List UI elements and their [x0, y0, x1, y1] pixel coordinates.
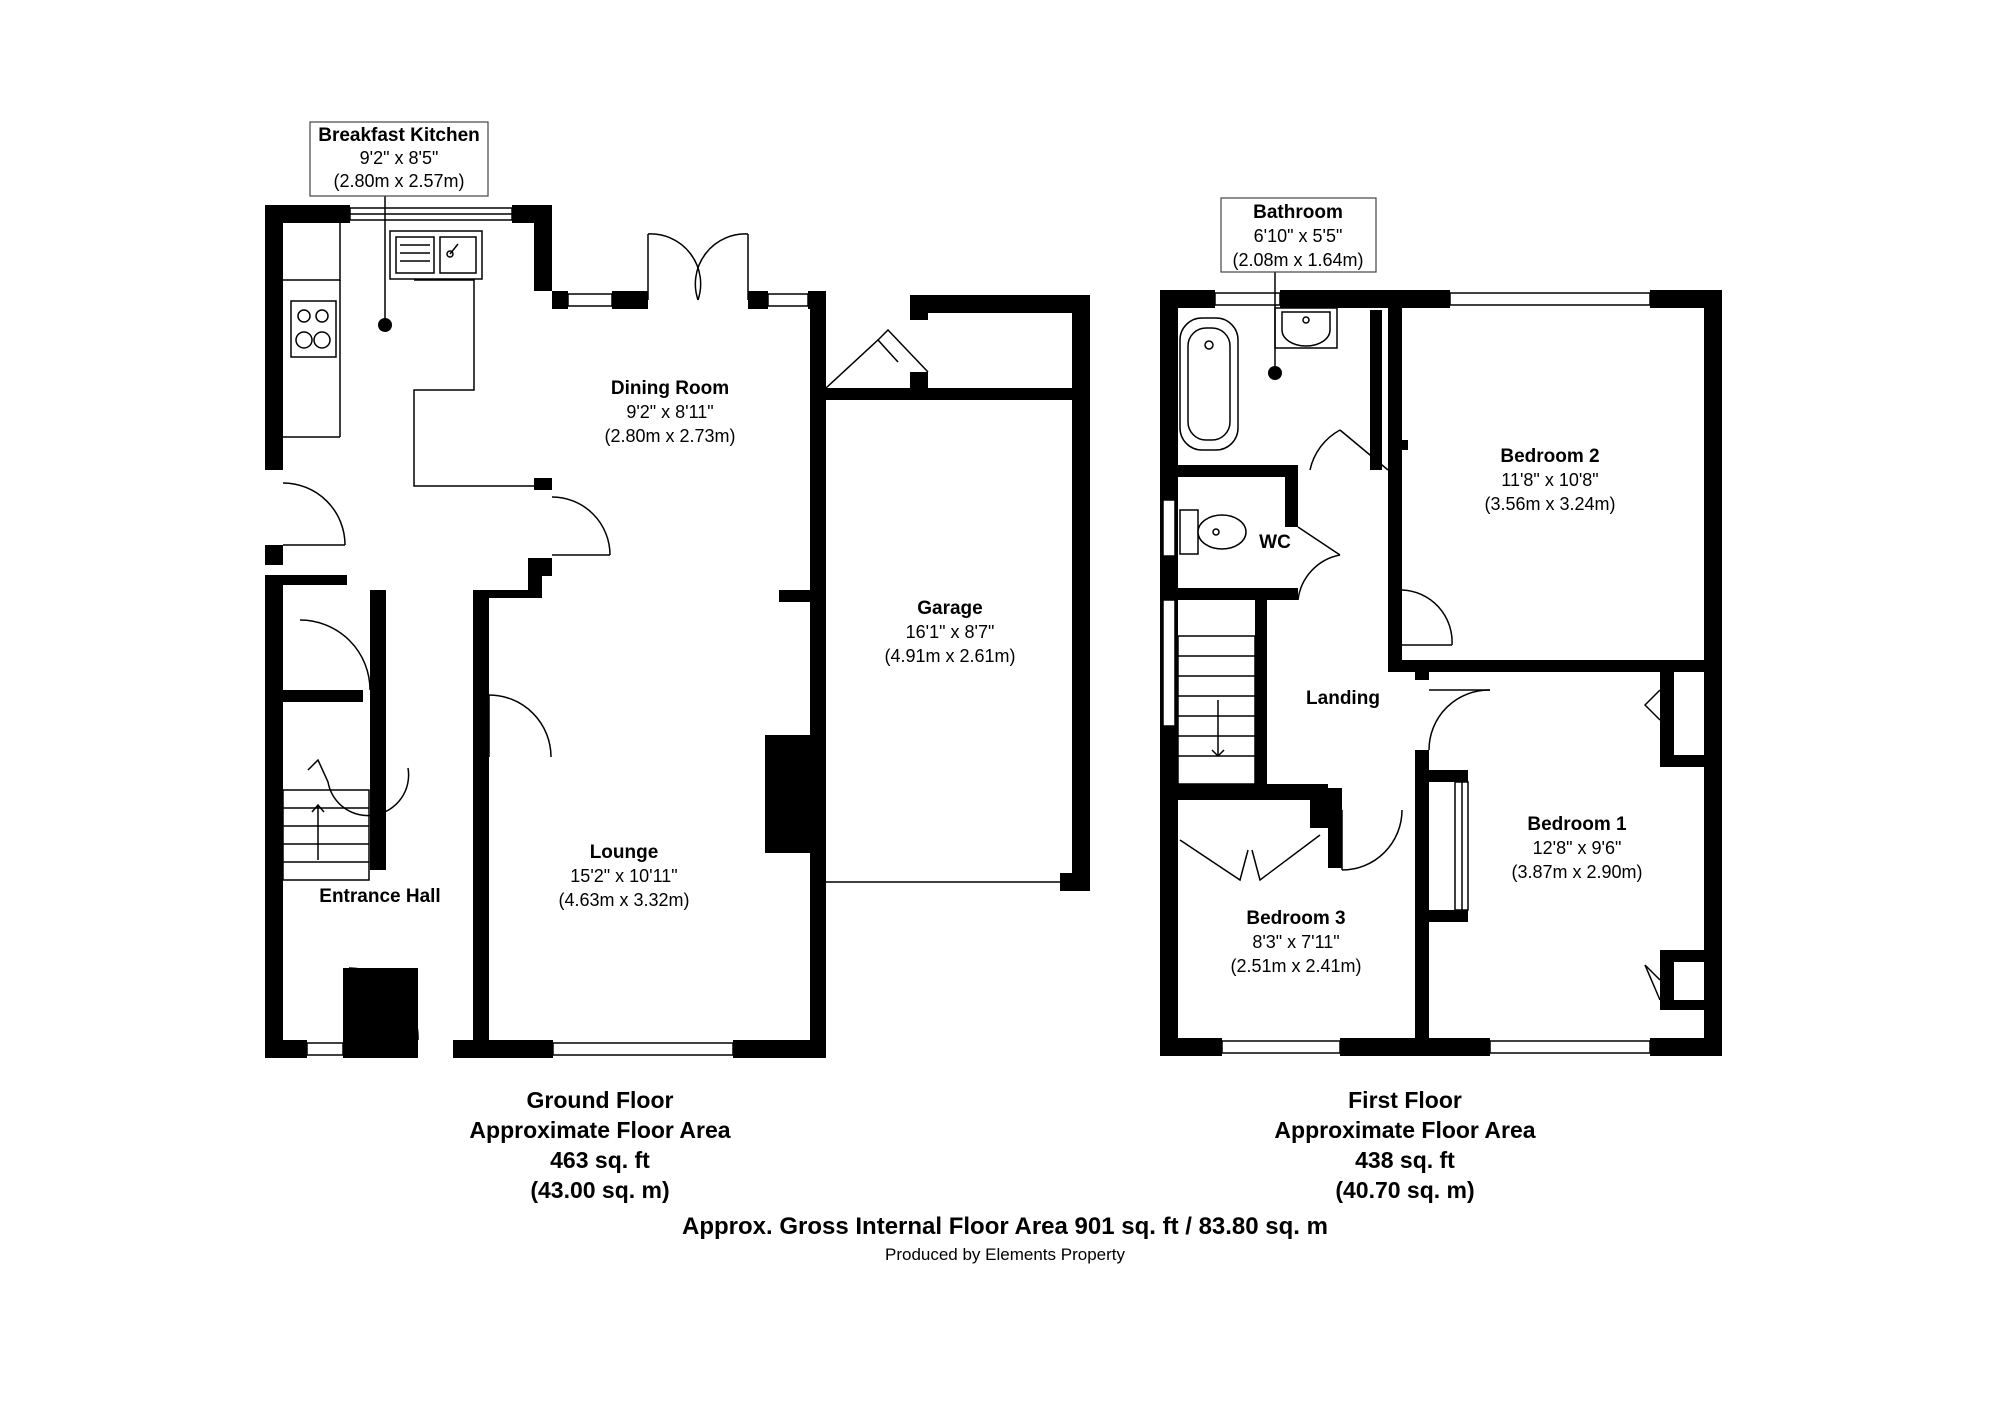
french-doors — [647, 233, 749, 301]
ground-floor-title: Ground Floor — [527, 1087, 674, 1113]
landing-name: Landing — [1306, 688, 1380, 709]
bedroom-3-walls — [1178, 788, 1342, 868]
lounge-walls — [453, 735, 826, 1058]
hall-door-lounge — [488, 694, 552, 758]
dining-door — [551, 496, 611, 556]
hall-entrance-door — [343, 967, 419, 1041]
dining-room-walls — [473, 291, 826, 1051]
entrance-hall-name: Entrance Hall — [319, 886, 440, 907]
lounge-label: Lounge 15'2" x 10'11" (4.63m x 3.32m) — [558, 842, 689, 910]
bedroom-3-label: Bedroom 3 8'3" x 7'11" (2.51m x 2.41m) — [1230, 908, 1361, 976]
bedroom-1-cupboard-doors — [1643, 689, 1661, 1001]
dining-room-name: Dining Room — [611, 378, 729, 399]
wc-walls — [1178, 477, 1298, 600]
stairs-icon — [282, 758, 410, 881]
first-floor-area-sqm: (40.70 sq. m) — [1335, 1177, 1474, 1203]
bedroom-2-walls — [1388, 560, 1722, 672]
dining-room-label: Dining Room 9'2" x 8'11" (2.80m x 2.73m) — [604, 378, 735, 446]
dining-room-size-imperial: 9'2" x 8'11" — [626, 402, 713, 422]
kitchen-walls — [265, 205, 552, 576]
bedroom-2-name: Bedroom 2 — [1500, 446, 1599, 467]
hall-walls — [265, 575, 489, 1058]
bedroom-1-size-metric: (3.87m x 2.90m) — [1511, 862, 1642, 882]
bedroom-2-size-metric: (3.56m x 3.24m) — [1484, 494, 1615, 514]
lounge-name: Lounge — [590, 842, 659, 863]
kitchen-back-door — [282, 482, 346, 546]
kitchen-worktops — [283, 223, 534, 487]
bedroom-2-door — [1401, 589, 1453, 646]
wc-door — [1297, 526, 1341, 601]
first-floor-area-sqft: 438 sq. ft — [1355, 1147, 1455, 1173]
kitchen-size-imperial: 9'2" x 8'5" — [360, 148, 439, 168]
bedroom-2-label: Bedroom 2 11'8" x 10'8" (3.56m x 3.24m) — [1484, 446, 1615, 514]
lounge-size-metric: (4.63m x 3.32m) — [558, 890, 689, 910]
bedroom-1-wardrobe — [1454, 781, 1469, 911]
garage-name: Garage — [917, 598, 982, 619]
bathroom-walls — [1178, 308, 1408, 588]
bedroom-1-walls — [1415, 660, 1704, 1056]
kitchen-name: Breakfast Kitchen — [318, 125, 480, 146]
kitchen-window — [349, 207, 513, 221]
under-stairs-door — [299, 619, 371, 691]
first-floor-outer-walls — [1160, 290, 1722, 1056]
bedroom-3-name: Bedroom 3 — [1246, 908, 1345, 929]
bedroom-3-size-imperial: 8'3" x 7'11" — [1252, 932, 1339, 952]
bathroom-size-imperial: 6'10" x 5'5" — [1254, 226, 1343, 246]
first-floor-area-label: Approximate Floor Area — [1274, 1117, 1535, 1143]
gross-floor-area: Approx. Gross Internal Floor Area 901 sq… — [682, 1213, 1328, 1240]
bedroom-1-name: Bedroom 1 — [1527, 814, 1627, 835]
credit-line: Produced by Elements Property — [885, 1245, 1126, 1264]
first-floor-title: First Floor — [1348, 1087, 1462, 1113]
first-floor-plan: Bathroom 6'10" x 5'5" (2.08m x 1.64m) Be… — [1160, 197, 1722, 1203]
bedroom-1-door — [1428, 689, 1491, 751]
footer: Approx. Gross Internal Floor Area 901 sq… — [682, 1213, 1328, 1264]
ground-floor-area-sqft: 463 sq. ft — [550, 1147, 650, 1173]
garage-side-door — [825, 328, 929, 389]
ground-floor-area-sqm: (43.00 sq. m) — [530, 1177, 669, 1203]
ground-floor-area-label: Approximate Floor Area — [469, 1117, 730, 1143]
bedroom-2-size-imperial: 11'8" x 10'8" — [1501, 470, 1598, 490]
hob-icon — [290, 300, 337, 358]
landing-label: Landing — [1306, 688, 1380, 709]
garage-walls — [826, 295, 1090, 891]
lounge-window — [552, 1042, 734, 1056]
garage-label: Garage 16'1" x 8'7" (4.91m x 2.61m) — [884, 598, 1015, 666]
toilet-icon — [1179, 509, 1247, 555]
kitchen-label: Breakfast Kitchen 9'2" x 8'5" (2.80m x 2… — [309, 121, 489, 332]
kitchen-sink-icon — [389, 230, 483, 280]
bedroom-3-cupboard-doors — [1179, 834, 1321, 882]
hall-window — [306, 1042, 344, 1056]
kitchen-size-metric: (2.80m x 2.57m) — [333, 171, 464, 191]
dining-windows — [567, 293, 809, 307]
bathroom-name: Bathroom — [1253, 202, 1343, 223]
wc-name: WC — [1259, 532, 1291, 553]
bath-icon — [1179, 317, 1239, 451]
lounge-size-imperial: 15'2" x 10'11" — [570, 866, 677, 886]
basin-icon — [1274, 307, 1338, 349]
wc-label: WC — [1259, 532, 1291, 553]
dining-room-size-metric: (2.80m x 2.73m) — [604, 426, 735, 446]
first-floor-windows — [1162, 292, 1651, 1054]
bathroom-door — [1309, 429, 1389, 471]
bathroom-label: Bathroom 6'10" x 5'5" (2.08m x 1.64m) — [1220, 197, 1377, 380]
bathroom-size-metric: (2.08m x 1.64m) — [1232, 250, 1363, 270]
bedroom-1-size-imperial: 12'8" x 9'6" — [1533, 838, 1622, 858]
bedroom-1-label: Bedroom 1 12'8" x 9'6" (3.87m x 2.90m) — [1511, 814, 1642, 882]
ground-floor-plan: Breakfast Kitchen 9'2" x 8'5" (2.80m x 2… — [265, 121, 1090, 1203]
bedroom-3-door — [1341, 809, 1403, 871]
entrance-hall-label: Entrance Hall — [319, 886, 440, 907]
first-floor-caption: First Floor Approximate Floor Area 438 s… — [1274, 1087, 1535, 1203]
first-floor-stairs-icon — [1177, 635, 1256, 785]
bedroom-3-size-metric: (2.51m x 2.41m) — [1230, 956, 1361, 976]
ground-floor-caption: Ground Floor Approximate Floor Area 463 … — [469, 1087, 730, 1203]
garage-size-imperial: 16'1" x 8'7" — [906, 622, 995, 642]
garage-size-metric: (4.91m x 2.61m) — [884, 646, 1015, 666]
